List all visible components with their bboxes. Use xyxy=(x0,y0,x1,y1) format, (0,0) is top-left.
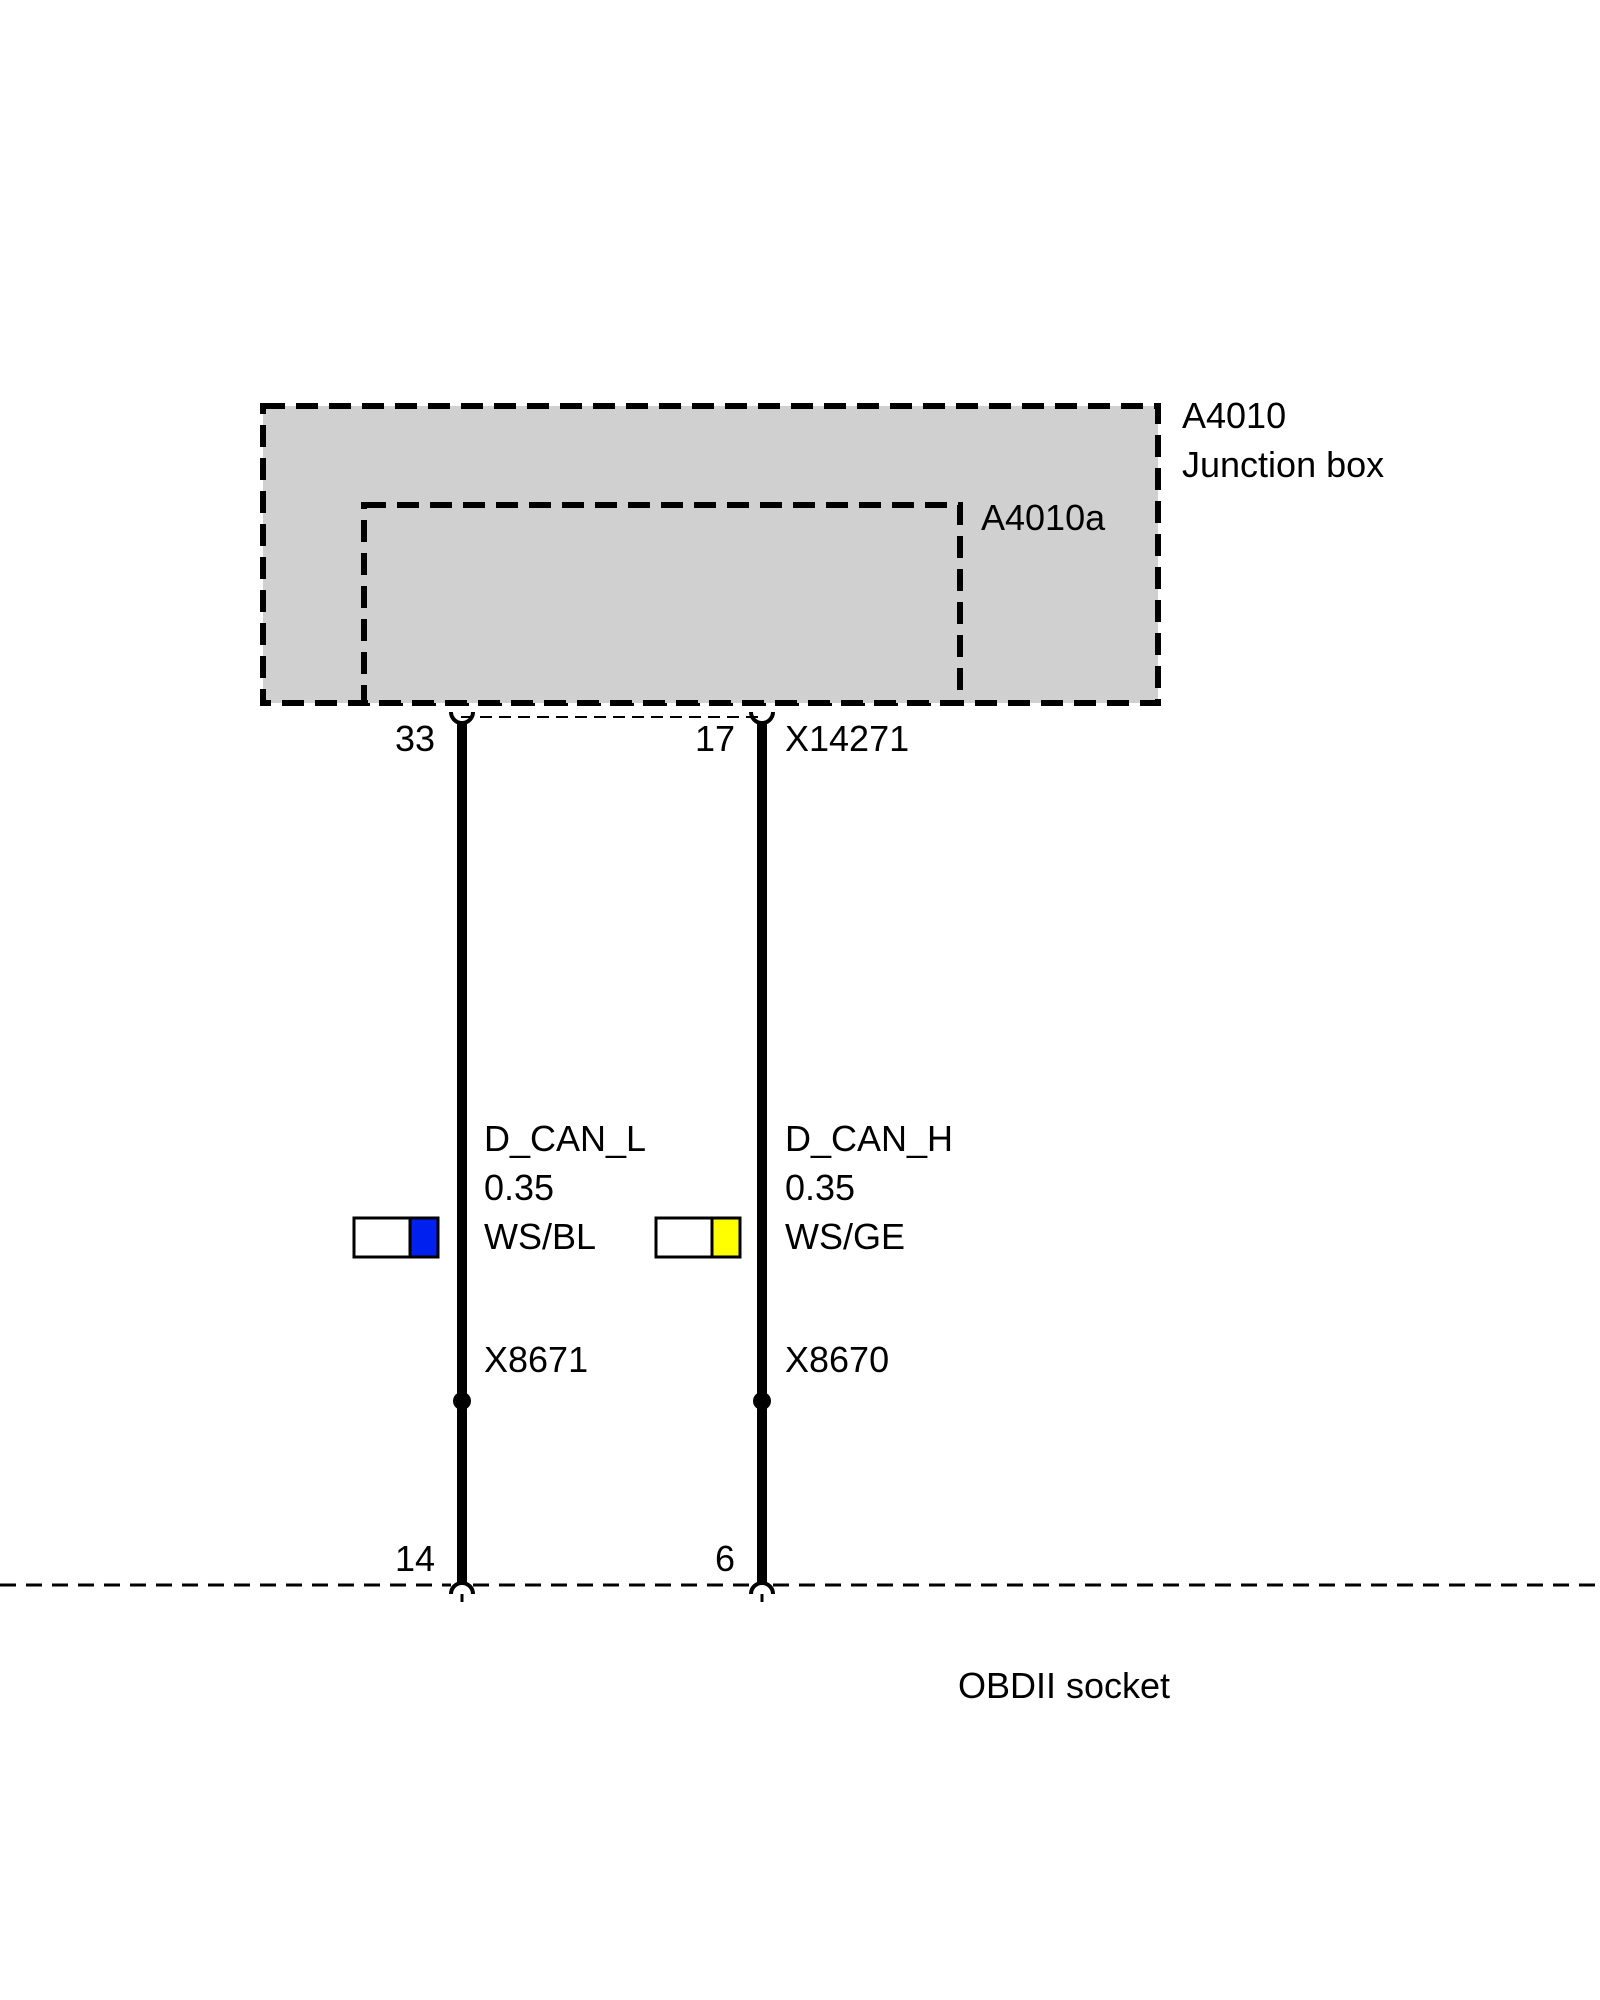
splice-dot-x8671 xyxy=(453,1392,471,1410)
pin-terminal-17 xyxy=(749,711,775,725)
wire-color-code-d-can-h: WS/GE xyxy=(785,1216,905,1257)
pin-label-17: 17 xyxy=(695,718,735,759)
junction-box-inner xyxy=(361,502,963,706)
splice-label-x8670: X8670 xyxy=(785,1339,889,1380)
pin-label-33: 33 xyxy=(395,718,435,759)
wire-cross-section-d-can-l: 0.35 xyxy=(484,1167,554,1208)
splice-dot-x8670 xyxy=(753,1392,771,1410)
pin-label-14: 14 xyxy=(395,1538,435,1579)
obd-socket-label: OBDII socket xyxy=(958,1665,1170,1706)
pin-terminal-6 xyxy=(749,1581,775,1595)
splice-label-x8671: X8671 xyxy=(484,1339,588,1380)
junction-box-id: A4010 xyxy=(1182,395,1286,436)
junction-box-name: Junction box xyxy=(1182,444,1384,485)
pin-terminal-33 xyxy=(449,711,475,725)
wire-cross-section-d-can-h: 0.35 xyxy=(785,1167,855,1208)
pin-terminal-14 xyxy=(449,1581,475,1595)
wire-color-symbol-ws-ge xyxy=(654,1216,742,1259)
wire-signal-label-d-can-h: D_CAN_H xyxy=(785,1118,953,1159)
connector-x14271-label: X14271 xyxy=(785,718,909,759)
wire-color-code-d-can-l: WS/BL xyxy=(484,1216,596,1257)
pin-label-6: 6 xyxy=(715,1538,735,1579)
junction-box-sub-id: A4010a xyxy=(981,497,1106,538)
wire-signal-label-d-can-l: D_CAN_L xyxy=(484,1118,646,1159)
wire-color-symbol-ws-bl xyxy=(352,1216,440,1259)
